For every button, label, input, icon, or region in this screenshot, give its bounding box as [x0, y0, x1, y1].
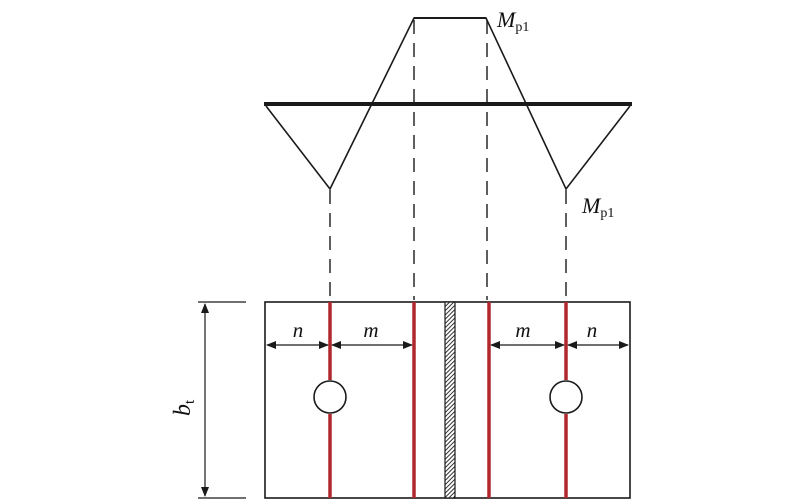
flange-plate: [264, 301, 631, 499]
yield-lines: [328, 302, 568, 498]
moment-label-bottom: Mp1: [581, 193, 614, 221]
projection-lines: [329, 20, 567, 300]
width-label: bt: [170, 399, 198, 416]
dim-left-n-label: n: [293, 318, 304, 342]
moment-label-bottom-main: M: [581, 193, 602, 218]
dim-right-n-label: n: [587, 318, 598, 342]
width-label-main: b: [170, 404, 196, 416]
moment-label-top-main: M: [496, 7, 517, 32]
dim-right-m-label: m: [515, 318, 530, 342]
bolt-hole-left: [313, 380, 347, 414]
web-hatch: [444, 301, 456, 499]
moment-label-top-sub: p1: [515, 20, 529, 35]
moment-label-top: Mp1: [496, 7, 529, 35]
dim-left-m-label: m: [363, 318, 378, 342]
moment-label-bottom-sub: p1: [600, 206, 614, 221]
bolt-hole-right: [549, 380, 583, 414]
width-label-sub: t: [182, 399, 198, 404]
dimensions: [198, 301, 629, 499]
moment-diagram: [264, 17, 632, 191]
